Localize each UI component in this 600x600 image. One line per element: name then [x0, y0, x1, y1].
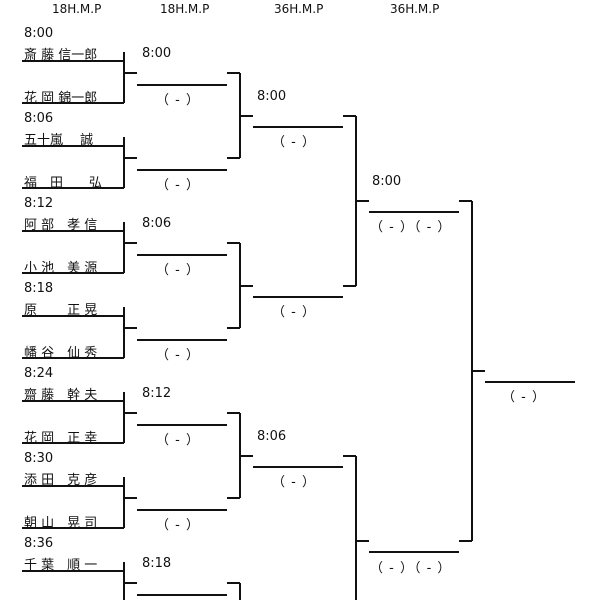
round3-header: 36H.M.P — [274, 2, 324, 16]
match-time: 8:24 — [24, 366, 54, 381]
round4-header: 36H.M.P — [390, 2, 440, 16]
match-score: （ ‐ ） — [156, 433, 200, 448]
round2-time: 8:06 — [142, 216, 172, 231]
player-name: 原 正 晃 — [24, 303, 98, 318]
player-name: 齋 藤 幹 夫 — [24, 388, 98, 403]
player-name: 五十嵐 誠 — [24, 133, 94, 148]
match-time: 8:06 — [24, 111, 54, 126]
match-time: 8:12 — [24, 196, 54, 211]
player-name: 添 田 克 彦 — [24, 473, 98, 488]
match-score: （ ‐ ） — [156, 93, 200, 108]
round3-time: 8:00 — [257, 89, 287, 104]
semifinal-score: （ ‐ ）（ ‐ ） — [370, 561, 452, 576]
player-name: 阿 部 孝 信 — [24, 218, 98, 233]
match-score: （ ‐ ） — [156, 348, 200, 363]
round4-time: 8:00 — [372, 174, 402, 189]
match-time: 8:00 — [24, 26, 54, 41]
round2-time: 8:12 — [142, 386, 172, 401]
match-time: 8:30 — [24, 451, 54, 466]
match-score: （ ‐ ） — [272, 305, 316, 320]
match-score: （ ‐ ） — [156, 263, 200, 278]
round1-header: 18H.M.P — [52, 2, 102, 16]
round3-time: 8:06 — [257, 429, 287, 444]
match-score: （ ‐ ） — [272, 475, 316, 490]
match-score: （ ‐ ） — [156, 178, 200, 193]
match-time: 8:36 — [24, 536, 54, 551]
player-name: 千 葉 順 一 — [24, 558, 98, 573]
match-time: 8:18 — [24, 281, 54, 296]
semifinal-score: （ ‐ ）（ ‐ ） — [370, 220, 452, 235]
player-name: 斎 藤 信一郎 — [24, 48, 98, 63]
round2-header: 18H.M.P — [160, 2, 210, 16]
round2-time: 8:18 — [142, 556, 172, 571]
match-score: （ ‐ ） — [272, 135, 316, 150]
final-score: （ ‐ ） — [502, 390, 546, 405]
round2-time: 8:00 — [142, 46, 172, 61]
match-score: （ ‐ ） — [156, 518, 200, 533]
